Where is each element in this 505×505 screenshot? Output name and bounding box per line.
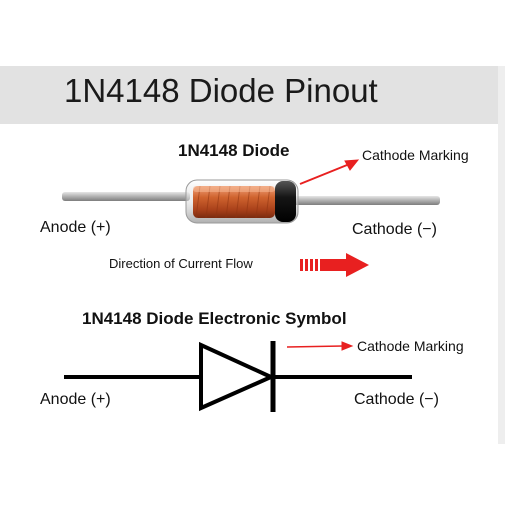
- diode-symbol: [64, 341, 412, 412]
- symbol-heading: 1N4148 Diode Electronic Symbol: [82, 309, 347, 328]
- diode-body: [185, 179, 299, 224]
- cathode-band: [275, 181, 296, 222]
- title-bar: [0, 66, 498, 124]
- anode-label: Anode (+): [40, 219, 111, 236]
- current-flow-label: Direction of Current Flow: [109, 256, 253, 271]
- symbol-anode-label: Anode (+): [40, 391, 111, 408]
- anode-lead: [62, 192, 190, 201]
- page-title: 1N4148 Diode Pinout: [64, 72, 378, 109]
- symbol-cathode-marking-label: Cathode Marking: [357, 338, 464, 354]
- cathode-marking-label: Cathode Marking: [362, 147, 469, 163]
- cathode-marking-arrow-2: [286, 341, 354, 351]
- symbol-cathode-label: Cathode (−): [354, 391, 439, 408]
- frame-edge: [498, 66, 505, 444]
- cathode-lead: [292, 196, 440, 205]
- current-flow-arrow: [300, 253, 369, 277]
- cathode-marking-arrow-1: [299, 159, 360, 185]
- diode-heading: 1N4148 Diode: [178, 141, 290, 160]
- diagram-frame: [0, 66, 498, 444]
- cathode-label: Cathode (−): [352, 221, 437, 238]
